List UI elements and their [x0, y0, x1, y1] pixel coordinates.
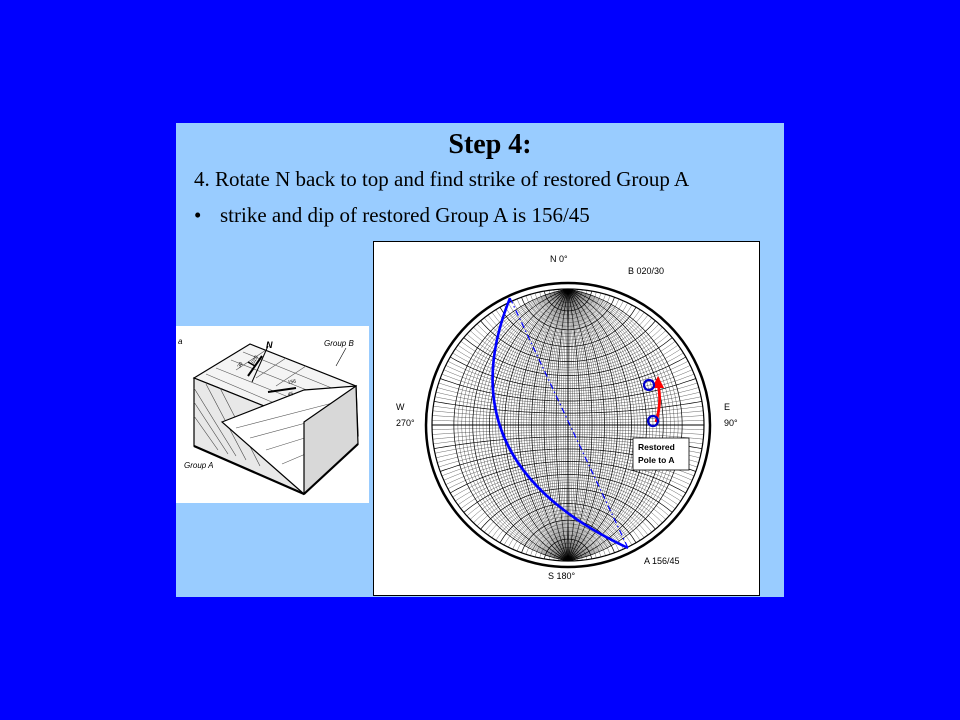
pole-label-line2: Pole to A [638, 455, 675, 465]
pole-label-box [632, 437, 690, 471]
net-south-label: S 180° [548, 571, 576, 581]
net-west-label: W [396, 402, 405, 412]
restored-strike-line [509, 297, 629, 549]
stereonet-figure: N 0° S 180° W 270° E 90° B 020/30 A 156/… [396, 254, 738, 581]
strike-symbol-a [267, 387, 297, 393]
block-north-arrow [251, 345, 269, 383]
plane-b-label: B 020/30 [628, 266, 664, 276]
block-diagram-figure: a [178, 337, 359, 496]
strike-b-value: 020 [251, 355, 260, 365]
instruction-text: 4. Rotate N back to top and find strike … [194, 167, 690, 191]
slide-title: Step 4: [448, 129, 532, 160]
strike-a-value: 156 [287, 379, 296, 386]
group-a-label: Group A [184, 461, 214, 470]
restored-group-a-great-circle [491, 297, 629, 550]
dip-a-value: 45 [287, 391, 294, 398]
stereonet-panel: N 0° S 180° W 270° E 90° B 020/30 A 156/… [373, 241, 760, 596]
net-east-degrees: 90° [724, 418, 738, 428]
net-north-label: N 0° [550, 254, 568, 264]
pole-label-line1: Restored [638, 442, 675, 452]
group-b-label: Group B [324, 339, 354, 348]
block-north-label: N [266, 340, 273, 350]
block-corner-label: a [178, 337, 183, 346]
dip-b-value: 30 [237, 361, 245, 369]
plane-a-label: A 156/45 [644, 556, 680, 566]
net-east-label: E [724, 402, 730, 412]
bullet-item: • strike and dip of restored Group A is 1… [194, 203, 590, 228]
original-pole-marker [646, 414, 660, 428]
bullet-symbol: • [194, 203, 202, 227]
bullet-text: strike and dip of restored Group A is 15… [220, 203, 590, 227]
net-west-degrees: 270° [396, 418, 415, 428]
block-diagram: a [176, 326, 369, 503]
restored-pole-marker [642, 378, 656, 392]
